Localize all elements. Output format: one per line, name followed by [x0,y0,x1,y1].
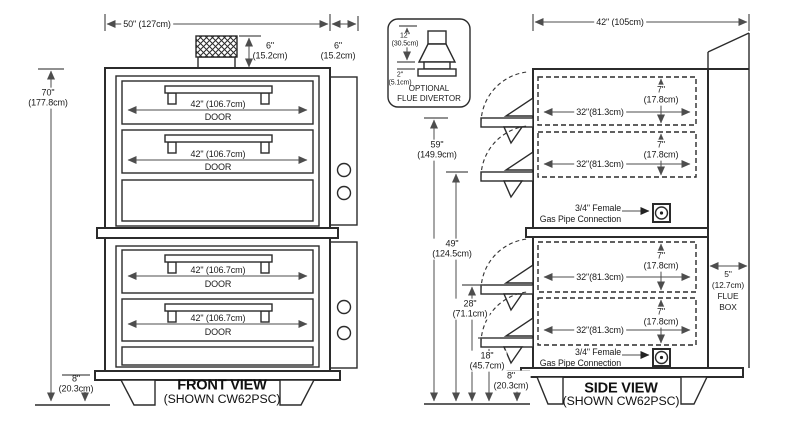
control-knob [336,299,352,315]
deck-depth-dim: 32"(81.3cm) [574,271,626,283]
door-width-dim: 42" (106.7cm) [188,312,248,324]
inset-frame [387,18,471,108]
side-view-title: SIDE VIEW [584,379,658,397]
oven-door [121,249,314,294]
side-height-49-dim: 49" (124.5cm) [430,238,474,260]
deck-cavity [537,131,697,178]
open-door [480,71,534,145]
control-knob [336,185,352,201]
door-width-dim: 42" (106.7cm) [188,264,248,276]
side-height-18-dim: 18" (45.7cm) [467,350,507,372]
oven-leg [535,376,564,405]
open-door [480,125,534,199]
deck-cavity [537,297,697,346]
front-view-drawing [35,14,359,406]
lower-panel [121,179,314,222]
vent-height-dim: 6" (15.2cm) [252,40,288,61]
deck-depth-dim: 32"(81.3cm) [574,324,626,336]
base-ledge [520,367,744,378]
door-width-dim: 42" (106.7cm) [188,148,248,160]
base-ledge [94,370,341,381]
side-leg-height-dim: 8" (20.3cm) [491,370,531,392]
deck-depth-dim: 32"(81.3cm) [574,106,626,118]
deck-opening-dim: 7" (17.8cm) [641,84,681,106]
divertor-collar-dim: 2" (5.1cm) [388,71,412,86]
upper-oven-body [104,67,331,229]
gas-connection-label: 3/4" Female Gas Pipe Connection [539,347,621,368]
panel-width-dim: 6" (15.2cm) [320,40,356,61]
mid-ledge [96,227,339,239]
oven-door [121,298,314,342]
lower-panel [121,346,314,366]
deck-opening-dim: 7" (17.8cm) [641,250,681,272]
deck-opening-dim: 7" (17.8cm) [641,306,681,328]
deck-cavity [537,76,697,126]
front-view-subtitle: (SHOWN CW62PSC) [163,391,281,406]
oven-leg [119,379,156,406]
front-height-dim: 70" (177.8cm) [26,87,70,109]
oven-leg [279,379,316,406]
oven-door [121,129,314,174]
front-width-dim: 50" (127cm) [121,18,173,30]
control-panel-upper [329,76,358,226]
oven-leg [680,376,709,405]
side-view-drawing [424,14,750,405]
gas-connection-label: 3/4" Female Gas Pipe Connection [539,203,621,224]
divertor-caption: OPTIONAL FLUE DIVERTOR [397,84,461,103]
side-height-59-dim: 59" (149.9cm) [415,139,459,161]
control-panel-lower [329,241,358,369]
gas-pipe-connection-icon [622,203,671,223]
flue-box-outline [707,32,750,368]
door-label: DOOR [204,161,232,172]
front-view-title: FRONT VIEW [177,376,267,394]
deck-depth-dim: 32"(81.3cm) [574,158,626,170]
control-knob [336,162,352,178]
door-label: DOOR [204,278,232,289]
door-label: DOOR [204,326,232,337]
open-door [480,238,534,312]
door-label: DOOR [204,111,232,122]
front-leg-height-dim: 8" (20.3cm) [58,373,94,394]
gas-pipe-connection-icon [622,348,671,367]
open-door [480,291,534,365]
flue-box-label: 5" (12.7cm) FLUE BOX [711,269,745,312]
door-handles [164,85,273,323]
side-depth-dim: 42" (105cm) [594,16,646,28]
flue-divertor-drawing [387,18,471,108]
side-view-subtitle: (SHOWN CW62PSC) [562,393,680,408]
oven-door [121,80,314,125]
deck-opening-dim: 7" (17.8cm) [641,139,681,161]
mid-ledge [525,227,709,238]
door-width-dim: 42" (106.7cm) [188,98,248,110]
vent-box [195,35,238,72]
side-height-28-dim: 28" (71.1cm) [450,298,490,320]
control-knob [336,325,352,341]
divertor-height-dim: 12" (30.5cm) [389,32,421,48]
